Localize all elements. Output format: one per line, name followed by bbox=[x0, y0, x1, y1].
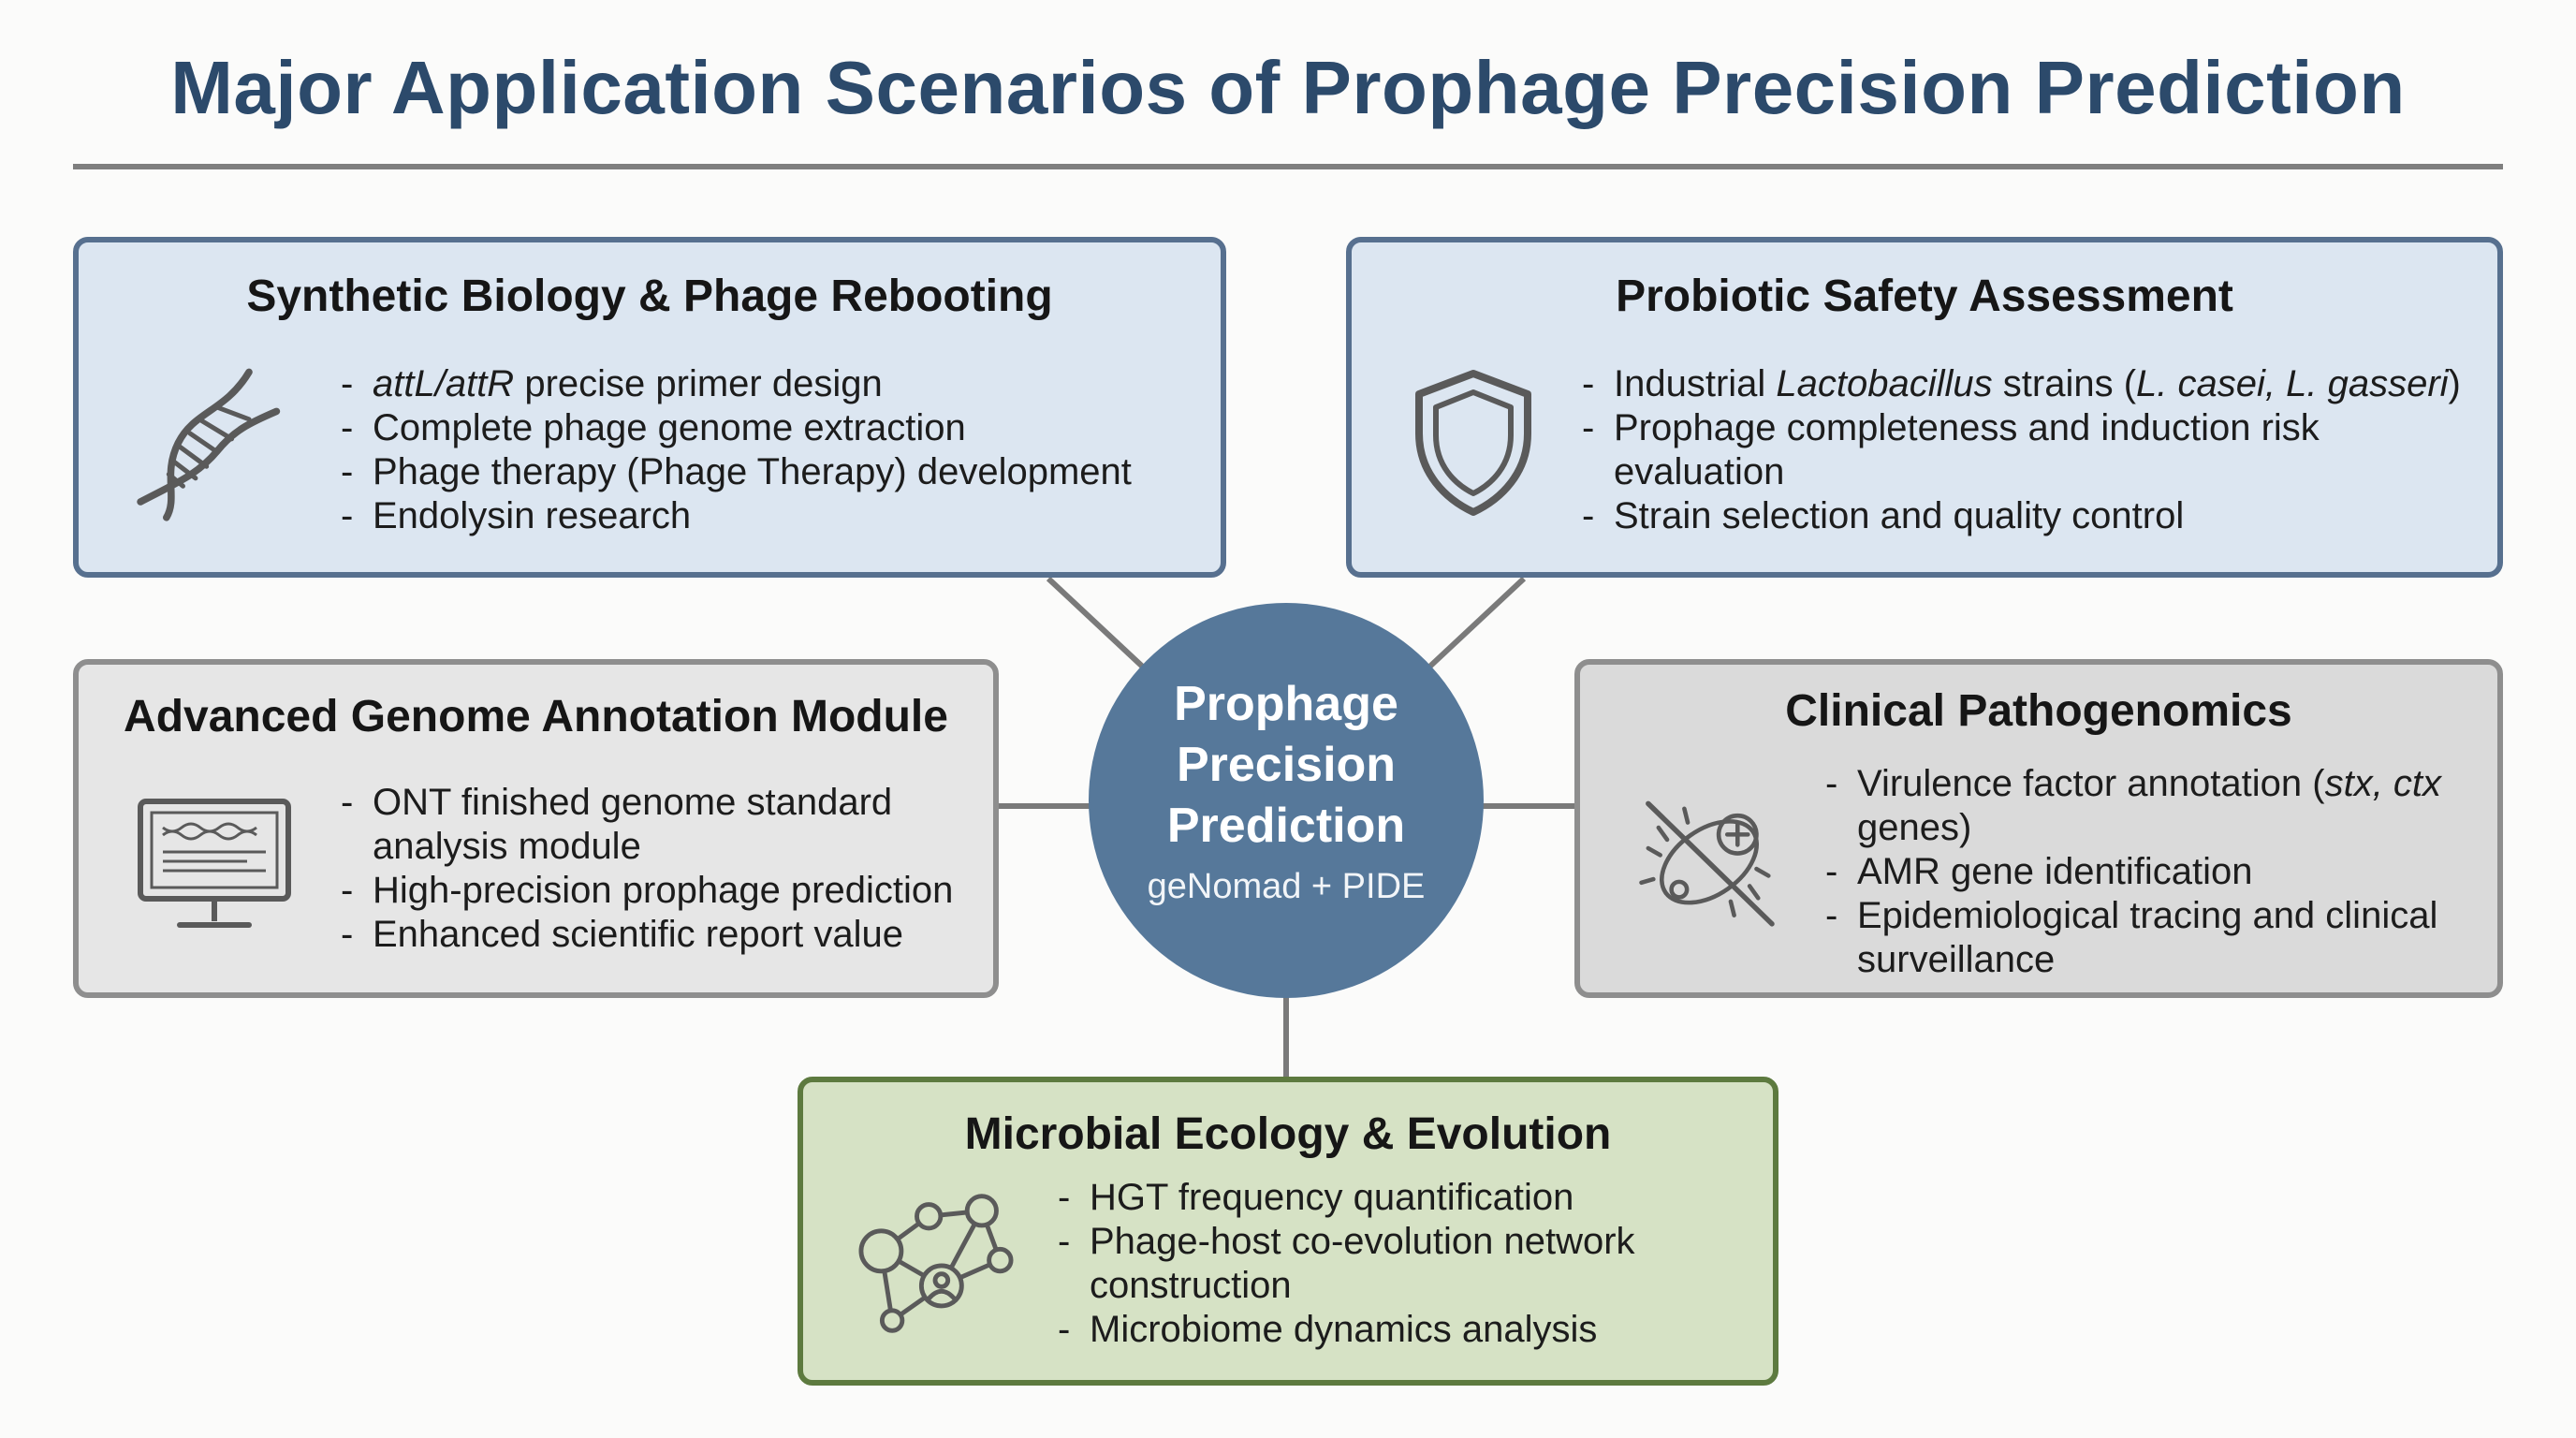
list-item: Complete phage genome extraction bbox=[341, 406, 1132, 450]
list-item: Microbiome dynamics analysis bbox=[1058, 1308, 1635, 1352]
list-item: attL/attR precise primer design bbox=[341, 362, 1132, 406]
hub-subtitle: geNomad + PIDE bbox=[1147, 867, 1426, 906]
card-title: Synthetic Biology & Phage Rebooting bbox=[246, 271, 1053, 321]
card-clinical-pathogenomics: Clinical Pathogenomics Virulence factor … bbox=[1574, 659, 2503, 998]
list-item: Phage-host co-evolution networkconstruct… bbox=[1058, 1220, 1635, 1308]
card-title: Clinical Pathogenomics bbox=[1785, 686, 2292, 736]
card-title: Microbial Ecology & Evolution bbox=[964, 1109, 1612, 1159]
list-item: Strain selection and quality control bbox=[1582, 494, 2461, 538]
list-item: HGT frequency quantification bbox=[1058, 1176, 1635, 1220]
connector-probiotic bbox=[1421, 576, 1527, 675]
list-item: Industrial Lactobacillus strains (L. cas… bbox=[1582, 362, 2461, 406]
title-divider bbox=[73, 164, 2503, 169]
card-title: Advanced Genome Annotation Module bbox=[124, 692, 948, 741]
central-hub: Prophage Precision Prediction geNomad + … bbox=[1089, 603, 1484, 998]
monitor-icon bbox=[138, 799, 291, 928]
dna-icon bbox=[137, 368, 281, 521]
bullet-list: attL/attR precise primer design Complete… bbox=[341, 362, 1132, 538]
network-icon bbox=[858, 1194, 1014, 1333]
hub-title: Prophage Precision Prediction bbox=[1166, 677, 1406, 853]
bullet-list: HGT frequency quantification Phage-host … bbox=[1058, 1176, 1635, 1352]
card-genome-annotation: Advanced Genome Annotation Module ONT fi… bbox=[73, 659, 999, 998]
list-item: Phage therapy (Phage Therapy) developmen… bbox=[341, 450, 1132, 494]
list-item: Endolysin research bbox=[341, 494, 1132, 538]
list-item: AMR gene identification bbox=[1825, 850, 2441, 894]
card-probiotic-safety: Probiotic Safety Assessment Industrial L… bbox=[1346, 237, 2503, 578]
card-microbial-ecology: Microbial Ecology & Evolution HGT freque… bbox=[798, 1077, 1778, 1386]
bullet-list: Virulence factor annotation (stx, ctxgen… bbox=[1825, 762, 2441, 982]
card-title: Probiotic Safety Assessment bbox=[1616, 271, 2233, 321]
list-item: Epidemiological tracing and clinicalsurv… bbox=[1825, 894, 2441, 982]
list-item: High-precision prophage prediction bbox=[341, 869, 953, 913]
diagram-title: Major Application Scenarios of Prophage … bbox=[170, 46, 2406, 129]
list-item: Virulence factor annotation (stx, ctxgen… bbox=[1825, 762, 2441, 850]
list-item: Enhanced scientific report value bbox=[341, 913, 953, 957]
bacteria-crossed-icon bbox=[1639, 800, 1775, 927]
list-item: Prophage completeness and induction risk… bbox=[1582, 406, 2461, 494]
shield-icon bbox=[1415, 370, 1531, 516]
connector-synthetic bbox=[1046, 576, 1151, 675]
card-synthetic-biology: Synthetic Biology & Phage Rebooting attL… bbox=[73, 237, 1226, 578]
bullet-list: Industrial Lactobacillus strains (L. cas… bbox=[1582, 362, 2461, 538]
